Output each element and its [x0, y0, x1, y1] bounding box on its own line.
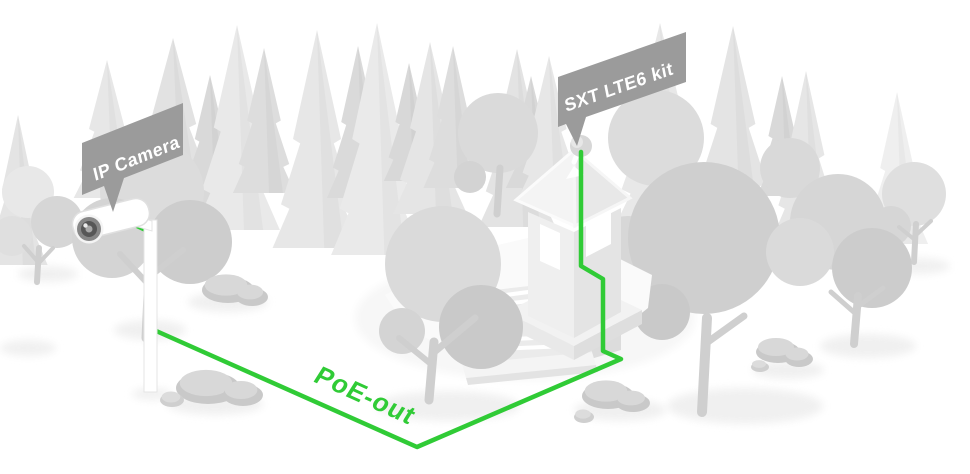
ground-shadow	[18, 266, 78, 282]
round-tree	[454, 93, 538, 218]
tree-branch	[428, 314, 479, 358]
ground-shadow	[0, 340, 56, 356]
pine-tree	[232, 48, 296, 193]
house-base-left	[506, 312, 574, 360]
ground-shadow	[376, 391, 520, 421]
round-tree	[0, 166, 83, 285]
house-base-right	[574, 310, 642, 360]
stairs-apron	[462, 352, 596, 378]
house-roof-right	[572, 146, 633, 229]
bush	[574, 380, 650, 423]
pine-tree	[331, 23, 423, 255]
round-tree	[871, 162, 946, 265]
tree-branch	[828, 289, 859, 317]
ground-shadow	[820, 334, 916, 358]
bush	[202, 274, 268, 306]
tree-branch	[913, 219, 933, 238]
label-ip-camera-bubble	[82, 103, 183, 212]
tree-branch	[396, 335, 434, 367]
tree-branch	[853, 285, 886, 311]
tree-branch	[897, 225, 917, 242]
ip-camera	[71, 197, 158, 393]
round-tree	[760, 138, 912, 348]
label-sxt-bubble	[558, 32, 686, 146]
tree-trunk	[911, 221, 919, 265]
tree-branch	[36, 246, 55, 266]
round-tree-foreground	[379, 206, 523, 405]
round-tree	[379, 206, 523, 405]
tree-trunk	[493, 164, 504, 218]
house-window-right	[586, 209, 611, 257]
camera-post	[143, 219, 158, 393]
bush	[751, 337, 813, 372]
camera-lens-center	[85, 225, 93, 233]
bushes	[160, 274, 813, 423]
tree-trunk	[850, 292, 862, 348]
tree-trunk	[697, 313, 712, 417]
tree-branch	[701, 312, 748, 348]
ground-shadow	[667, 388, 823, 424]
camera-lens-glint	[83, 223, 88, 228]
tree-branch	[117, 251, 151, 287]
bush	[160, 369, 263, 407]
house-window-left	[540, 224, 560, 270]
stairs-apron-edge	[466, 365, 598, 385]
house-wall-left	[528, 212, 574, 338]
tree-branch	[22, 244, 40, 264]
